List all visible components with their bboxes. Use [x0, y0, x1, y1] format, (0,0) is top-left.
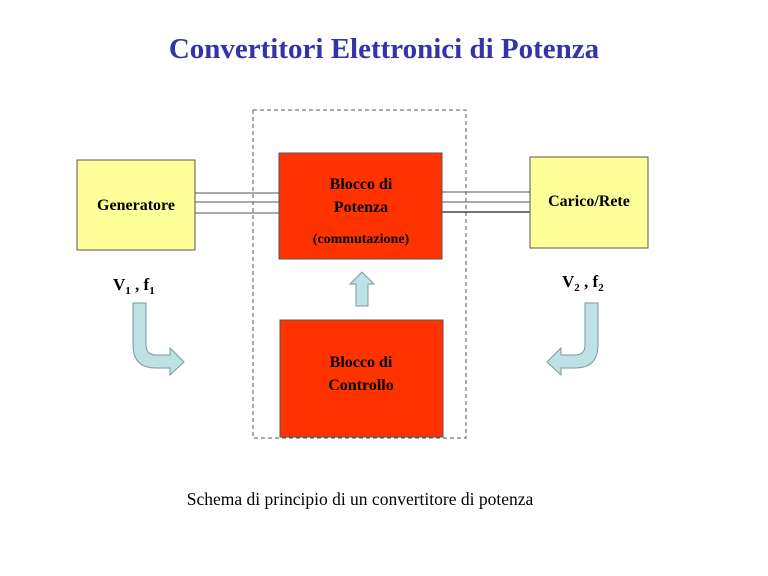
power-block-line3: (commutazione) [313, 232, 410, 247]
generator-label: Generatore [97, 197, 175, 214]
control-block-line1: Blocco di [330, 354, 393, 371]
curved-arrow-right-icon [132, 302, 185, 377]
load-label: Carico/Rete [548, 193, 630, 210]
power-block-line2: Potenza [334, 199, 388, 216]
power-block-line1: Blocco di [330, 176, 393, 193]
load-block: Carico/Rete [529, 156, 649, 249]
generator-block: Generatore [76, 159, 196, 251]
output-params: V2 , f2 [562, 272, 604, 294]
curved-arrow-left-icon [546, 302, 599, 377]
up-arrow-icon [348, 271, 376, 307]
control-block: Blocco di Controllo [279, 319, 444, 438]
converter-boundary [252, 109, 467, 439]
power-block: Blocco di Potenza (commutazione) [278, 152, 443, 260]
input-params: V1 , f1 [113, 275, 155, 297]
input-lines [195, 192, 279, 214]
control-block-line2: Controllo [328, 377, 393, 394]
output-lines [442, 191, 530, 213]
diagram-caption: Schema di principio di un convertitore d… [187, 489, 534, 509]
page-title: Convertitori Elettronici di Potenza [169, 33, 600, 65]
